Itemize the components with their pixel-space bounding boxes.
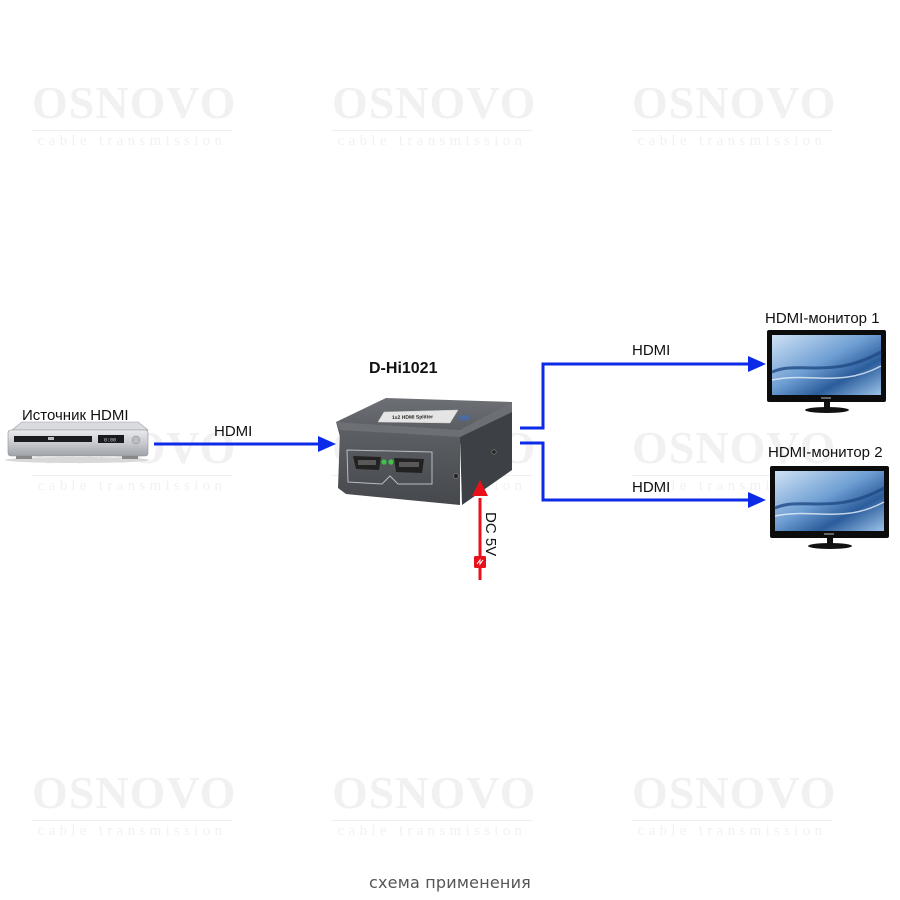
source-label: Источник HDMI (22, 407, 129, 424)
power-link (472, 480, 488, 580)
watermark-tagline: cable transmission (37, 133, 227, 149)
monitor-icon (770, 466, 889, 549)
watermark-tagline: cable transmission (337, 133, 527, 149)
watermark: OSNOVO cable transmission (632, 77, 837, 149)
watermark-brand: OSNOVO (332, 77, 537, 128)
watermark-rule (632, 475, 832, 476)
watermark-rule (332, 820, 532, 821)
hdmi-label-output-2: HDMI (632, 479, 671, 496)
watermark-tagline: cable transmission (637, 823, 827, 839)
watermark-tagline: cable transmission (37, 478, 227, 494)
svg-text:1x2: 1x2 (458, 415, 470, 422)
hdmi-label-output-1: HDMI (632, 342, 671, 359)
watermark-tagline: cable transmission (637, 133, 827, 149)
svg-text:0:00: 0:00 (104, 438, 116, 444)
dvd-player-icon: 0:00 (5, 421, 149, 463)
hdmi-link-source (154, 436, 336, 452)
watermark: OSNOVO cable transmission (332, 77, 537, 149)
diagram-caption: схема применения (369, 873, 531, 892)
watermark-tagline: cable transmission (37, 823, 227, 839)
watermark-brand: OSNOVO (32, 77, 237, 128)
monitor-1-label: HDMI-монитор 1 (765, 310, 880, 327)
hdmi-link-monitor-1 (520, 356, 766, 430)
watermark-brand: OSNOVO (32, 767, 237, 818)
watermark: OSNOVO cable transmission (332, 767, 537, 839)
watermark-tagline: cable transmission (337, 823, 527, 839)
watermark: OSNOVO cable transmission (32, 767, 237, 839)
splitter-model-label: D-Hi1021 (369, 360, 438, 377)
hdmi-label-input: HDMI (214, 423, 253, 440)
watermark-brand: OSNOVO (632, 767, 837, 818)
watermark-rule (632, 820, 832, 821)
watermark-brand: OSNOVO (632, 422, 837, 473)
monitor-icon (767, 330, 886, 413)
svg-text:1x2 HDMI Splitter: 1x2 HDMI Splitter (392, 414, 433, 421)
watermark: OSNOVO cable transmission (632, 767, 837, 839)
watermark-rule (332, 130, 532, 131)
watermark-rule (632, 130, 832, 131)
watermark-brand: OSNOVO (632, 77, 837, 128)
power-label: DC 5V (482, 512, 499, 557)
watermark-rule (32, 130, 232, 131)
watermark-brand: OSNOVO (332, 767, 537, 818)
hdmi-link-monitor-2 (520, 441, 766, 508)
monitor-2-label: HDMI-монитор 2 (768, 444, 883, 461)
watermark: OSNOVO cable transmission (32, 77, 237, 149)
hdmi-splitter-icon: 1x2 HDMI Splitter 1x2 (336, 398, 512, 505)
watermark: OSNOVO cable transmission (632, 422, 837, 494)
watermark-rule (32, 820, 232, 821)
watermark-rule (32, 475, 232, 476)
